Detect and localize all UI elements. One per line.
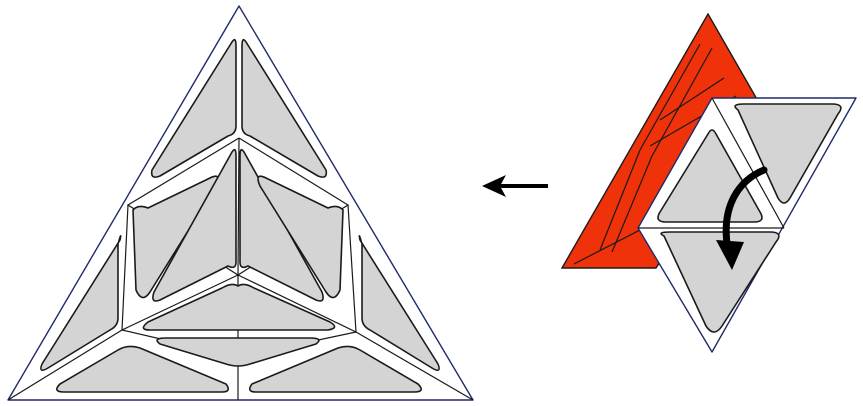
sticker-center-bottom [142,283,336,331]
front-sticker-top-right [734,103,842,204]
sticker-bottom-right [248,345,422,393]
sticker-left-edge [40,235,122,372]
pyraminx-face [7,5,474,401]
pyraminx-piece [560,12,857,353]
sticker-bottom-center [156,337,320,367]
sticker-right-edge [358,235,440,372]
curved-arrow-icon [716,166,768,270]
red-face-grooves [573,43,737,265]
red-face [560,12,763,269]
sticker-bottom-left [56,345,230,393]
left-arrow-icon [482,175,548,197]
sticker-mid-right-outer [257,175,344,299]
sticker-top-right [241,38,328,178]
sticker-top-left [150,38,237,178]
front-sticker-bottom [660,231,780,333]
sticker-mid-center-left [152,148,237,302]
face-stickers [40,38,440,393]
